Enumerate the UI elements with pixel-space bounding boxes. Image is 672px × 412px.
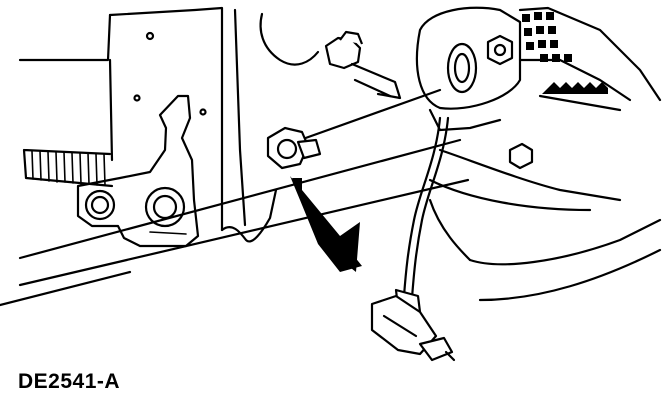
sensor-retaining-nut [266, 88, 442, 170]
upper-bolt [324, 30, 402, 100]
figure-label: DE2541-A [18, 370, 121, 393]
knuckle-hub [415, 6, 662, 302]
housing-plate [18, 6, 320, 243]
sensor-wire [402, 116, 450, 300]
wheel-speed-sensor-connector [370, 288, 456, 362]
mounting-bracket [76, 94, 200, 248]
chassis-rails [0, 138, 470, 307]
callout-arrow [290, 176, 362, 272]
threaded-rod [22, 148, 114, 188]
tone-wheel [518, 6, 662, 112]
